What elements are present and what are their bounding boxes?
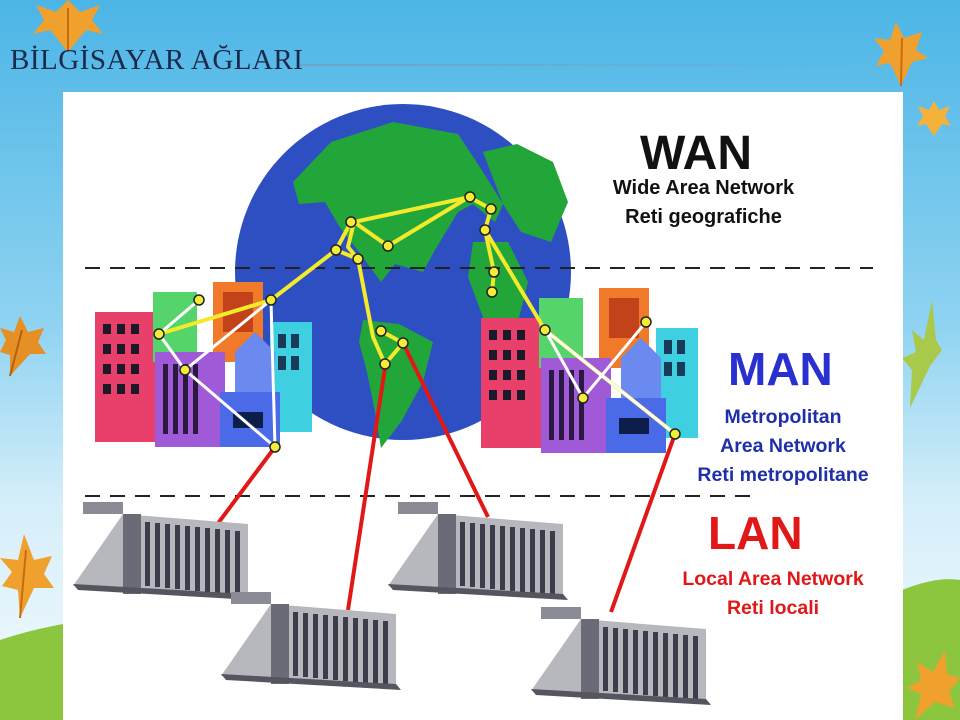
office-building-icon [388,502,568,600]
slide-title: BİLGİSAYAR AĞLARI [10,44,304,76]
man-link [184,368,276,449]
network-node [153,328,165,340]
man-link [544,328,676,436]
network-node [379,358,391,370]
lan-link [609,433,677,613]
network-node [345,216,357,228]
network-node [464,191,476,203]
wan-title: WAN [640,127,752,180]
network-node [375,325,387,337]
network-node [640,316,652,328]
network-node [539,324,551,336]
title-divider [300,64,860,66]
network-node [330,244,342,256]
network-node [488,266,500,278]
autumn-leaf-icon [874,22,928,87]
lan-line-2: Reti locali [726,597,820,619]
autumn-leaf-icon [907,650,960,720]
office-building-icon [221,592,401,690]
network-node [577,392,589,404]
wan-subtitle: Wide Area Network Reti geografiche [596,174,811,232]
lan-subtitle: Local Area Network Reti locali [663,565,883,623]
autumn-leaf-icon [0,534,54,619]
man-line-1: Metropolitan [724,406,842,428]
network-node [179,364,191,376]
lan-link [401,342,490,518]
network-node [382,240,394,252]
network-node [193,294,205,306]
man-line-3: Reti metropolitane [697,464,869,486]
lan-link [211,445,277,532]
network-diagram [73,104,873,705]
man-subtitle: Metropolitan Area Network Reti metropoli… [678,403,888,490]
wan-line-2: Reti geografiche [625,206,782,228]
network-node [397,337,409,349]
man-title: MAN [728,343,833,395]
wan-link [353,195,471,224]
wan-line-1: Wide Area Network [612,177,795,199]
network-node [265,294,277,306]
network-node [486,286,498,298]
office-building-icon [73,502,253,600]
lan-line-1: Local Area Network [682,568,864,590]
lan-link [346,367,387,611]
autumn-leaf-icon [0,316,46,377]
diagram-panel: WAN Wide Area Network Reti geografiche M… [63,92,903,720]
autumn-leaf-icon [902,300,942,408]
network-node [269,441,281,453]
network-node [479,224,491,236]
autumn-leaf-icon [917,101,951,136]
network-node [669,428,681,440]
network-node [485,203,497,215]
autumn-leaf-icon [33,0,103,52]
man-line-2: Area Network [720,435,846,457]
lan-title: LAN [708,507,803,559]
network-node [352,253,364,265]
